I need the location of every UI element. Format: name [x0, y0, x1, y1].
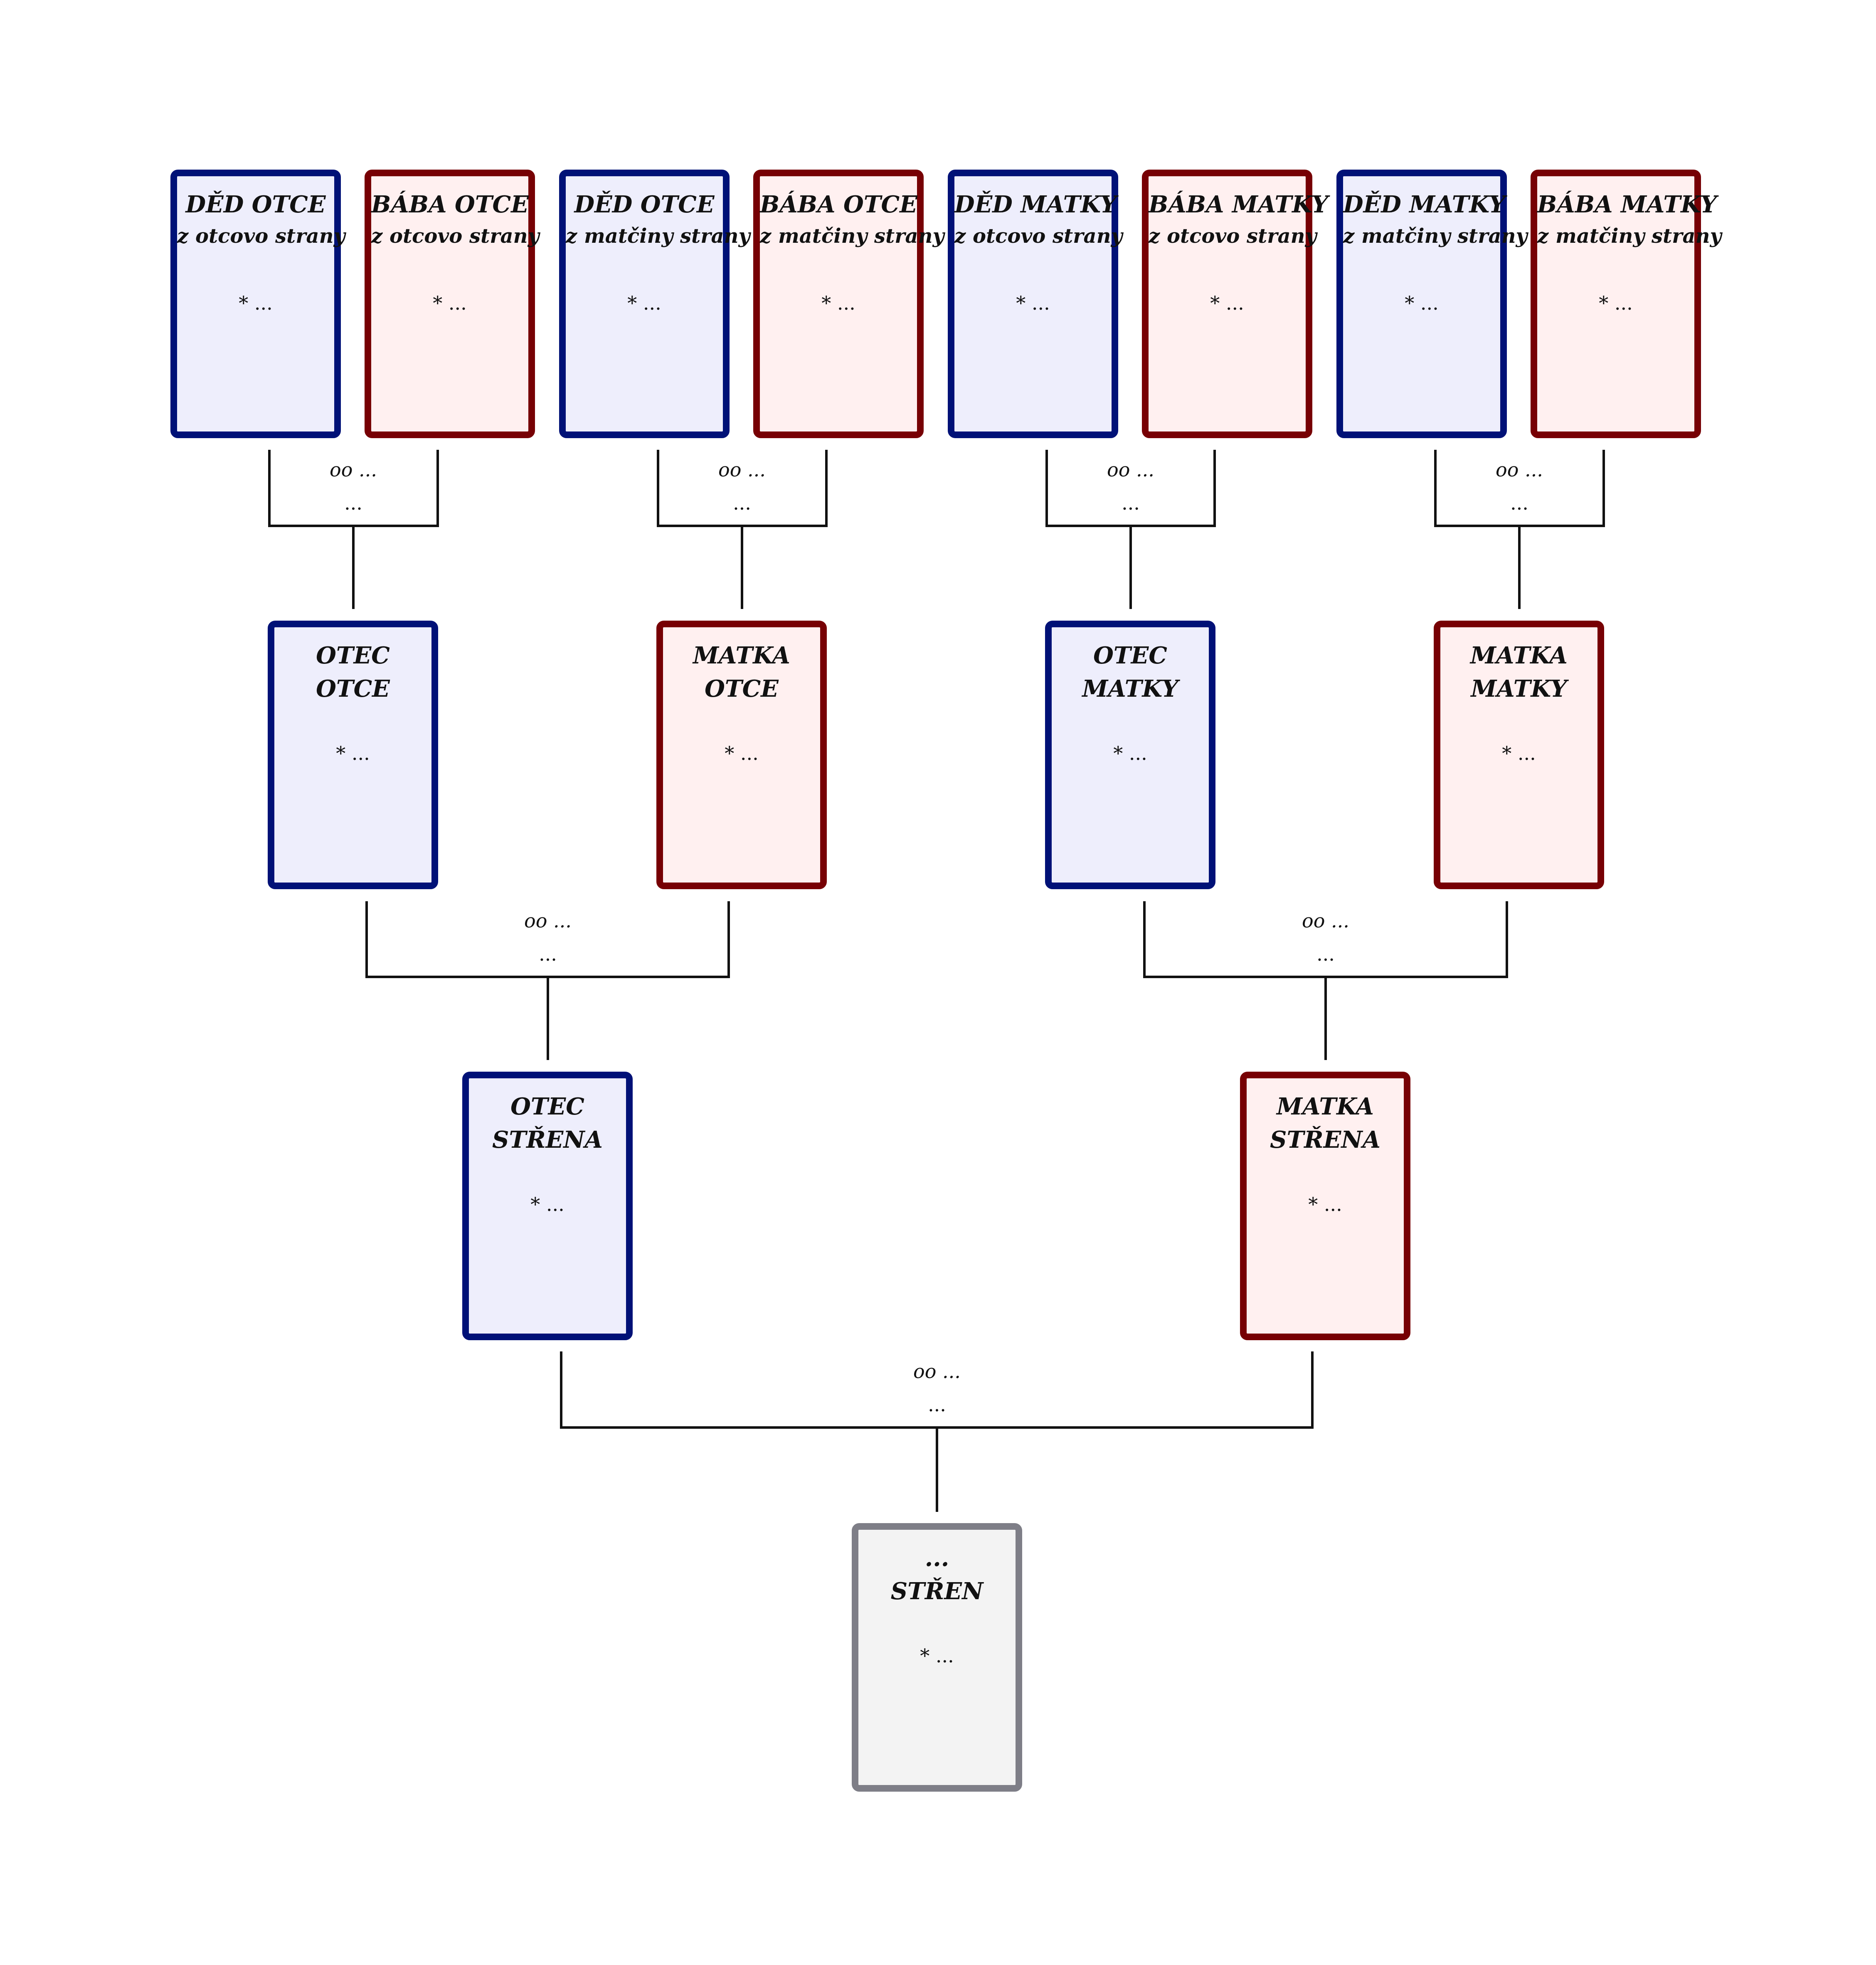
- card-title: BÁBA OTCE: [371, 191, 529, 218]
- card-line1: MATKA: [693, 642, 790, 669]
- grandfather-maternal-card[interactable]: OTEC MATKY * ...: [1045, 621, 1215, 889]
- card-birth: * ...: [1016, 292, 1050, 314]
- card-birth: * ...: [239, 292, 273, 314]
- marriage-place: ...: [733, 492, 751, 514]
- card-line1: ...: [924, 1544, 949, 1572]
- card-birth: * ...: [1308, 1193, 1342, 1215]
- card-birth: * ...: [336, 742, 370, 764]
- connector-gen3-3: [1045, 450, 1216, 609]
- card-line1: MATKA: [1470, 642, 1568, 669]
- card-line1: OTEC: [510, 1093, 584, 1120]
- great-grandfather-card-2[interactable]: DĚD OTCE z matčiny strany * ...: [559, 170, 750, 438]
- card-birth: * ...: [1405, 292, 1439, 314]
- marriage-date: oo ...: [1302, 910, 1349, 932]
- self-card[interactable]: ... STŘEN * ...: [852, 1523, 1022, 1792]
- great-grandmother-card-4[interactable]: BÁBA MATKY z matčiny strany * ...: [1531, 170, 1722, 438]
- card-line2: OTCE: [316, 675, 390, 703]
- grandmother-paternal-card[interactable]: MATKA OTCE * ...: [656, 621, 827, 889]
- card-birth: * ...: [920, 1644, 954, 1667]
- card-side: z matčiny strany: [1537, 224, 1722, 248]
- connector-gen3-2: [657, 450, 828, 609]
- connector-gen2-1: [365, 901, 730, 1060]
- great-grandfather-card-4[interactable]: DĚD MATKY z matčiny strany * ...: [1336, 170, 1528, 438]
- card-line1: OTEC: [1093, 642, 1167, 669]
- card-birth: * ...: [821, 292, 855, 314]
- father-card[interactable]: OTEC STŘENA * ...: [462, 1072, 633, 1340]
- marriage-date: oo ...: [524, 910, 572, 932]
- card-title: DĚD MATKY: [1343, 191, 1506, 218]
- card-title: DĚD MATKY: [954, 191, 1117, 218]
- card-line2: MATKY: [1082, 675, 1178, 703]
- card-title: BÁBA OTCE: [760, 191, 917, 218]
- card-birth: * ...: [627, 292, 661, 314]
- connector-gen3-4: [1434, 450, 1605, 609]
- card-line1: OTEC: [316, 642, 390, 669]
- card-birth: * ...: [725, 742, 759, 764]
- connector-gen1-1: [560, 1351, 1314, 1512]
- card-line2: STŘEN: [890, 1578, 984, 1605]
- connector-gen3-1: [268, 450, 439, 609]
- card-side: z matčiny strany: [760, 224, 944, 248]
- card-side: z otcovo strany: [1149, 224, 1317, 248]
- marriage-date: oo ...: [330, 459, 377, 481]
- card-title: DĚD OTCE: [574, 191, 715, 218]
- card-line2: STŘENA: [492, 1126, 603, 1154]
- marriage-date: oo ...: [718, 459, 766, 481]
- grandmother-maternal-card[interactable]: MATKA MATKY * ...: [1434, 621, 1604, 889]
- card-birth: * ...: [1210, 292, 1244, 314]
- card-birth: * ...: [530, 1193, 565, 1215]
- card-birth: * ...: [1113, 742, 1147, 764]
- card-side: z otcovo strany: [177, 224, 345, 248]
- card-birth: * ...: [1599, 292, 1633, 314]
- connector-gen2-2: [1143, 901, 1508, 1060]
- marriage-place: ...: [1510, 492, 1528, 514]
- great-grandmother-card-2[interactable]: BÁBA OTCE z matčiny strany * ...: [753, 170, 944, 438]
- card-birth: * ...: [433, 292, 467, 314]
- card-title: BÁBA MATKY: [1149, 191, 1329, 218]
- great-grandfather-card-3[interactable]: DĚD MATKY z otcovo strany * ...: [948, 170, 1123, 438]
- card-title: DĚD OTCE: [185, 191, 326, 218]
- marriage-place: ...: [928, 1393, 946, 1416]
- marriage-place: ...: [1122, 492, 1140, 514]
- great-grandfather-card-1[interactable]: DĚD OTCE z otcovo strany * ...: [170, 170, 345, 438]
- card-side: z otcovo strany: [954, 224, 1123, 248]
- card-line2: OTCE: [705, 675, 779, 703]
- card-line2: STŘENA: [1270, 1126, 1380, 1154]
- card-side: z matčiny strany: [1343, 224, 1528, 248]
- marriage-date: oo ...: [913, 1360, 961, 1383]
- card-line1: MATKA: [1277, 1093, 1374, 1120]
- marriage-date: oo ...: [1496, 459, 1543, 481]
- marriage-place: ...: [539, 943, 557, 965]
- card-title: BÁBA MATKY: [1537, 191, 1717, 218]
- marriage-place: ...: [1316, 943, 1335, 965]
- card-line2: MATKY: [1471, 675, 1567, 703]
- great-grandmother-card-1[interactable]: BÁBA OTCE z otcovo strany * ...: [365, 170, 540, 438]
- marriage-date: oo ...: [1107, 459, 1154, 481]
- card-birth: * ...: [1502, 742, 1536, 764]
- marriage-place: ...: [344, 492, 362, 514]
- mother-card[interactable]: MATKA STŘENA * ...: [1240, 1072, 1410, 1340]
- card-side: z matčiny strany: [566, 224, 750, 248]
- grandfather-paternal-card[interactable]: OTEC OTCE * ...: [268, 621, 438, 889]
- great-grandmother-card-3[interactable]: BÁBA MATKY z otcovo strany * ...: [1142, 170, 1329, 438]
- card-side: z otcovo strany: [371, 224, 540, 248]
